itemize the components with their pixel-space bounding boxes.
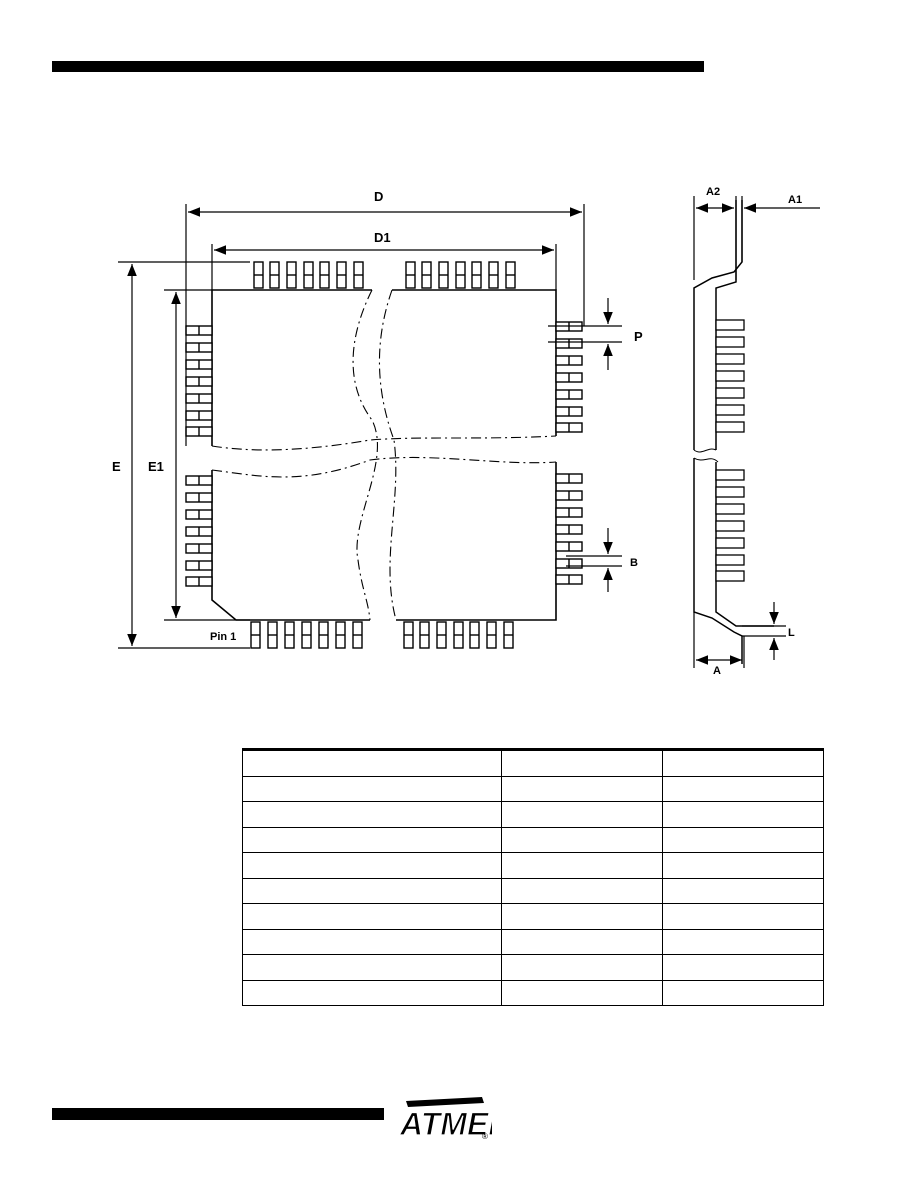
table-cell (242, 954, 502, 981)
table-row (242, 801, 824, 828)
label-e: E (112, 459, 121, 474)
dimension-p (548, 298, 622, 370)
table-cell (242, 776, 502, 802)
side-lead (715, 554, 745, 566)
side-lead (715, 537, 745, 549)
table-cell (501, 749, 663, 777)
table-cell (242, 929, 502, 955)
table-cell (501, 878, 663, 904)
logo-wordmark: ATMEL (399, 1106, 492, 1142)
table-cell (242, 878, 502, 904)
table-cell (662, 749, 824, 777)
table-cell (501, 929, 663, 955)
table-row (242, 980, 824, 1006)
side-body-lower (693, 458, 743, 664)
label-a2: A2 (706, 186, 720, 198)
table-cell (501, 980, 663, 1006)
side-lead (715, 570, 745, 582)
table-cell (242, 903, 502, 930)
table-row (242, 776, 824, 802)
label-b: B (630, 557, 638, 569)
label-a1: A1 (788, 194, 802, 206)
table-row (242, 929, 824, 955)
side-lead (715, 319, 745, 331)
table-cell (242, 749, 502, 777)
leads-left (185, 325, 213, 587)
table-cell (242, 852, 502, 879)
table-row (242, 954, 824, 981)
side-lead (715, 421, 745, 433)
dimension-table (242, 748, 824, 1006)
table-cell (662, 827, 824, 853)
label-l: L (788, 627, 795, 639)
table-cell (662, 801, 824, 828)
table-cell (501, 801, 663, 828)
table-cell (242, 801, 502, 828)
side-lead (715, 503, 745, 515)
table-cell (662, 776, 824, 802)
table-cell (662, 929, 824, 955)
label-p: P (634, 329, 643, 344)
table-cell (501, 852, 663, 879)
dimension-a2-a1 (693, 196, 820, 280)
body-outline-upper (211, 289, 557, 446)
header-rule (52, 61, 704, 72)
side-view-leads (715, 319, 745, 582)
table-cell (501, 827, 663, 853)
table-cell (242, 980, 502, 1006)
leads-bottom (250, 621, 514, 649)
side-lead (715, 353, 745, 365)
label-d1: D1 (374, 230, 391, 245)
break-line-horizontal (211, 435, 557, 451)
break-line-vertical-2 (378, 289, 397, 621)
side-lead (715, 469, 745, 481)
top-view (211, 289, 557, 621)
dimension-e (118, 261, 250, 649)
package-outline-drawing: D D1 E E1 P B Pin 1 (112, 186, 820, 677)
leads-top (253, 261, 516, 289)
table-cell (242, 827, 502, 853)
table-row (242, 903, 824, 930)
dimension-d1 (211, 244, 557, 290)
table-cell (662, 852, 824, 879)
dimension-d (185, 204, 585, 446)
break-line-horizontal-2 (211, 456, 557, 478)
body-outline-lower (211, 462, 557, 621)
table-row (242, 878, 824, 904)
table-row (242, 749, 824, 777)
label-e1: E1 (148, 459, 164, 474)
side-lead (715, 370, 745, 382)
label-pin1: Pin 1 (210, 631, 236, 643)
table-row (242, 852, 824, 879)
dimension-b (566, 528, 622, 592)
dimension-a (693, 612, 745, 668)
break-line-vertical (352, 289, 378, 621)
side-lead (715, 336, 745, 348)
table-cell (662, 980, 824, 1006)
table-cell (662, 954, 824, 981)
table-cell (501, 903, 663, 930)
dimension-l (742, 602, 786, 660)
table-row (242, 827, 824, 853)
table-cell (501, 776, 663, 802)
atmel-logo: ATMEL ® (396, 1093, 508, 1148)
table-cell (501, 954, 663, 981)
leads-right (555, 321, 583, 585)
footer-rule (52, 1108, 384, 1120)
registered-mark: ® (482, 1132, 488, 1141)
table-cell (662, 878, 824, 904)
side-lead (715, 520, 745, 532)
side-lead (715, 387, 745, 399)
side-lead (715, 404, 745, 416)
side-lead (715, 486, 745, 498)
table-cell (662, 903, 824, 930)
side-break (693, 448, 719, 463)
dimension-e1 (164, 289, 250, 621)
label-d: D (374, 189, 383, 204)
label-a: A (713, 665, 721, 677)
